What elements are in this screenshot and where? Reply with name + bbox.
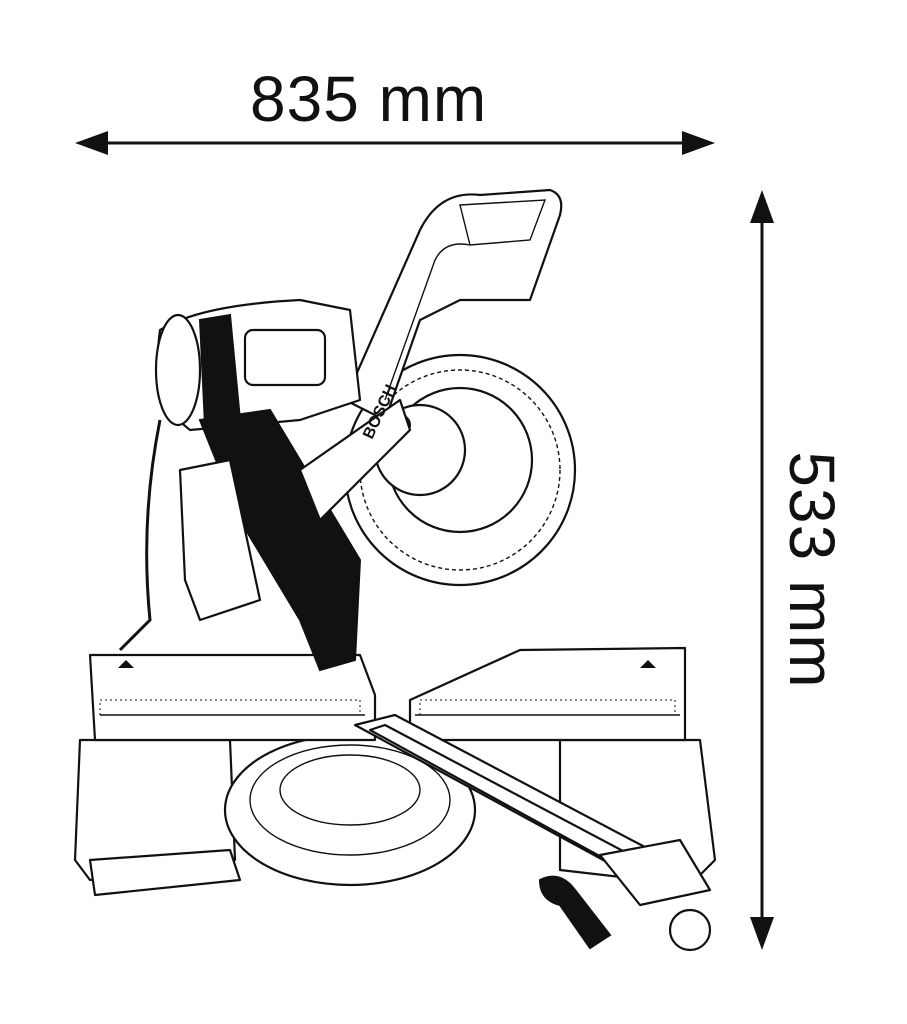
width-dimension-label: 835 mm: [250, 63, 488, 135]
saw-base: [73, 733, 717, 897]
saw-arm: BOSCH: [118, 382, 412, 672]
width-dimension-arrow: [75, 131, 715, 155]
height-dimension-label: 533 mm: [776, 451, 848, 689]
height-dimension-arrow: [750, 190, 774, 950]
turntable-arm: [353, 713, 712, 952]
saw-handle: [343, 188, 563, 422]
saw-motor: [154, 298, 362, 432]
miter-saw-illustration: BOSCH: [73, 188, 717, 952]
